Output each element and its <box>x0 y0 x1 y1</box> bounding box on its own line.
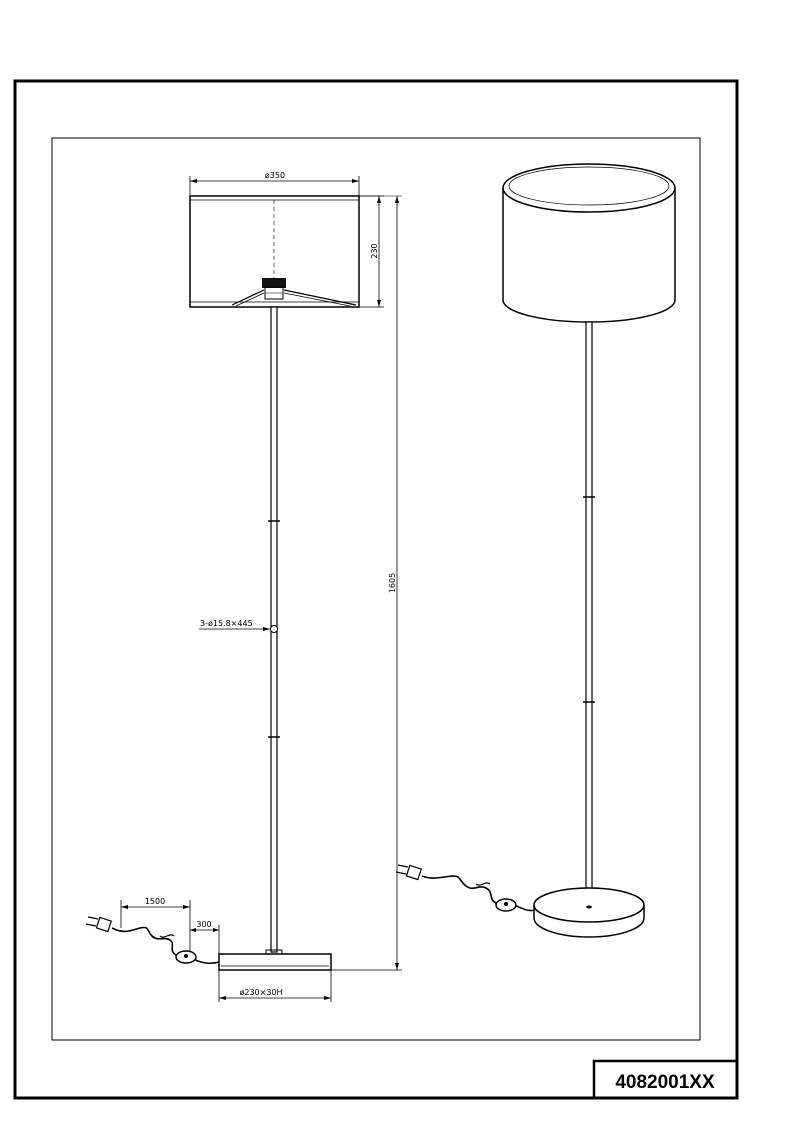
total-height-label: 1605 <box>388 573 397 593</box>
perspective-base <box>533 887 645 938</box>
perspective-pole <box>583 321 595 906</box>
lamp-shade <box>189 195 360 308</box>
shade-height-dimension: 230 <box>359 195 384 308</box>
perspective-shade <box>502 163 676 323</box>
base-dimension: ø230×30H <box>218 970 332 1002</box>
shade-diameter-dimension: ø350 <box>189 171 360 196</box>
perspective-plug <box>395 864 423 881</box>
pole <box>268 306 280 953</box>
tube-dimension: 3-ø15.8×445 <box>199 619 270 631</box>
power-cable <box>85 916 220 964</box>
technical-view: ø350 230 <box>85 171 402 1002</box>
switch-distance-label: 300 <box>196 920 211 929</box>
title-block: 4082001XX <box>592 1059 739 1100</box>
perspective-view <box>395 163 676 938</box>
cable-length-dimension: 1500 <box>120 897 191 952</box>
drawing-frame <box>51 137 701 1041</box>
perspective-cable <box>395 864 536 912</box>
tube-dimension-label: 3-ø15.8×445 <box>200 619 253 628</box>
shade-height-label: 230 <box>370 243 379 258</box>
switch-distance-dimension: 300 <box>190 920 220 954</box>
cable-length-label: 1500 <box>145 897 165 906</box>
article-number: 4082001XX <box>615 1072 715 1093</box>
base-dimension-label: ø230×30H <box>239 988 282 997</box>
plug <box>85 916 113 933</box>
base <box>218 949 332 971</box>
total-height-dimension: 1605 <box>331 195 402 971</box>
outer-frame <box>13 79 739 1100</box>
shade-diameter-label: ø350 <box>265 171 285 180</box>
